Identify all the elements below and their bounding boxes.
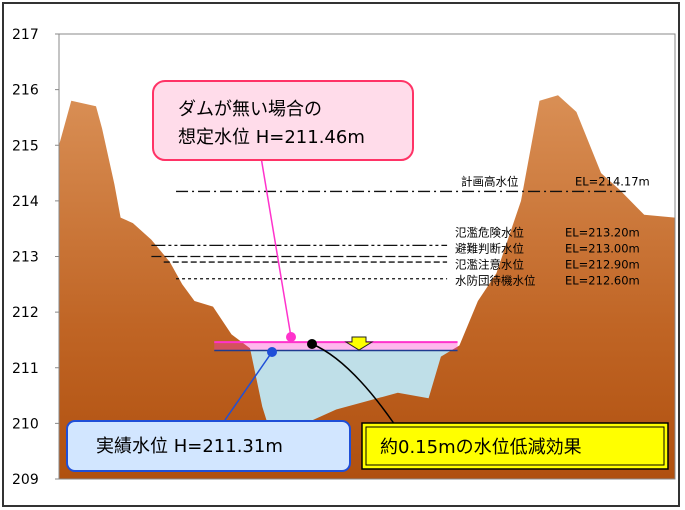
y-tick-label: 209 [12,472,39,488]
y-tick-label: 215 [12,138,39,154]
reference-level-el: EL=214.17m [575,174,650,188]
effect-leader-line [311,343,396,426]
assumed-level-band [214,342,458,351]
callout-actual-text: 実績水位 H=211.31m [96,436,283,457]
y-tick-label: 212 [12,305,39,321]
reference-level-el: EL=212.60m [565,273,640,287]
y-tick-label: 216 [12,83,39,99]
y-tick-label: 213 [12,250,39,266]
y-tick-label: 214 [12,194,39,210]
callout-actual: 実績水位 H=211.31m [66,420,351,472]
assumed-level-marker [286,332,296,342]
reference-level-el: EL=213.00m [565,241,640,255]
callout-effect-text: 約0.15mの水位低減効果 [380,437,582,458]
reference-level-name: 氾濫危険水位 [455,225,524,239]
plot-border [58,33,676,480]
terrain-cross-section [59,95,675,479]
callout-assumed-line2: 想定水位 H=211.46m [178,127,365,148]
y-tick-label: 217 [12,27,39,43]
reference-level-name: 氾濫注意水位 [455,257,524,271]
effect-marker [307,339,317,349]
reference-levels: 計画高水位 EL=214.17m 氾濫危険水位 EL=213.20m 避難判断水位 EL=… [151,174,650,287]
y-axis-ticks: 209 210 211 212 213 214 215 216 217 [12,27,59,488]
actual-level-marker [267,347,277,357]
callout-assumed: ダムが無い場合の 想定水位 H=211.46m [152,80,414,161]
callout-effect: 約0.15mの水位低減効果 [361,422,669,470]
reference-level-name: 水防団待機水位 [455,273,536,287]
callout-assumed-line1: ダムが無い場合の [178,99,322,120]
actual-leader-line [224,351,273,421]
y-tick-label: 211 [12,361,39,377]
reference-level-name: 避難判断水位 [455,241,524,255]
arrow-reduction [344,336,374,351]
reference-level-el: EL=212.90m [565,257,640,271]
reference-level-name: 計画高水位 [461,174,519,188]
reference-level-el: EL=213.20m [565,225,640,239]
y-tick-label: 210 [12,416,39,432]
